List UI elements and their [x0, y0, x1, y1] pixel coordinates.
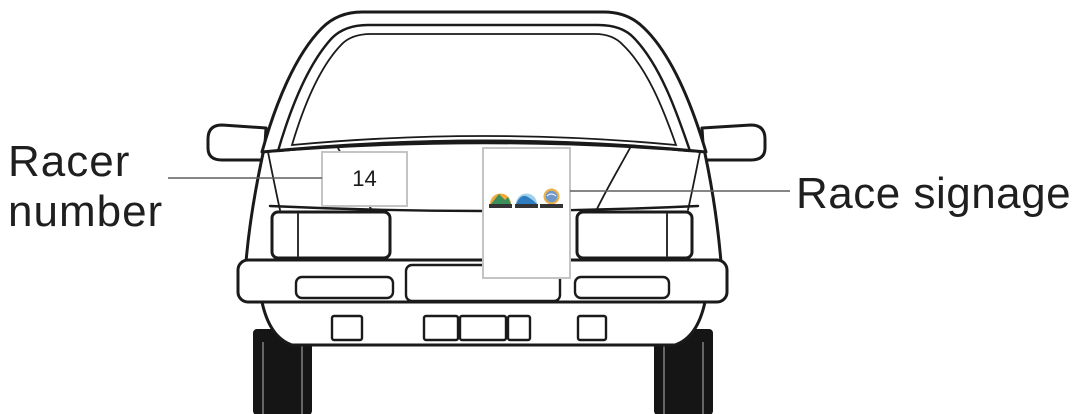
side-mirror-left: [208, 125, 266, 160]
headlight-left: [272, 212, 390, 258]
car-cabin: [262, 12, 706, 152]
race-signage-label: Race signage: [796, 169, 1071, 218]
race-signage-panel: [483, 148, 570, 278]
racer-number-label-line2: number: [8, 187, 163, 236]
headlight-right: [577, 212, 692, 258]
racer-number-value: 14: [352, 166, 376, 191]
lower-valance: [262, 302, 705, 345]
racer-number-label-line1: Racer: [8, 137, 130, 186]
side-mirror-right: [702, 125, 765, 160]
